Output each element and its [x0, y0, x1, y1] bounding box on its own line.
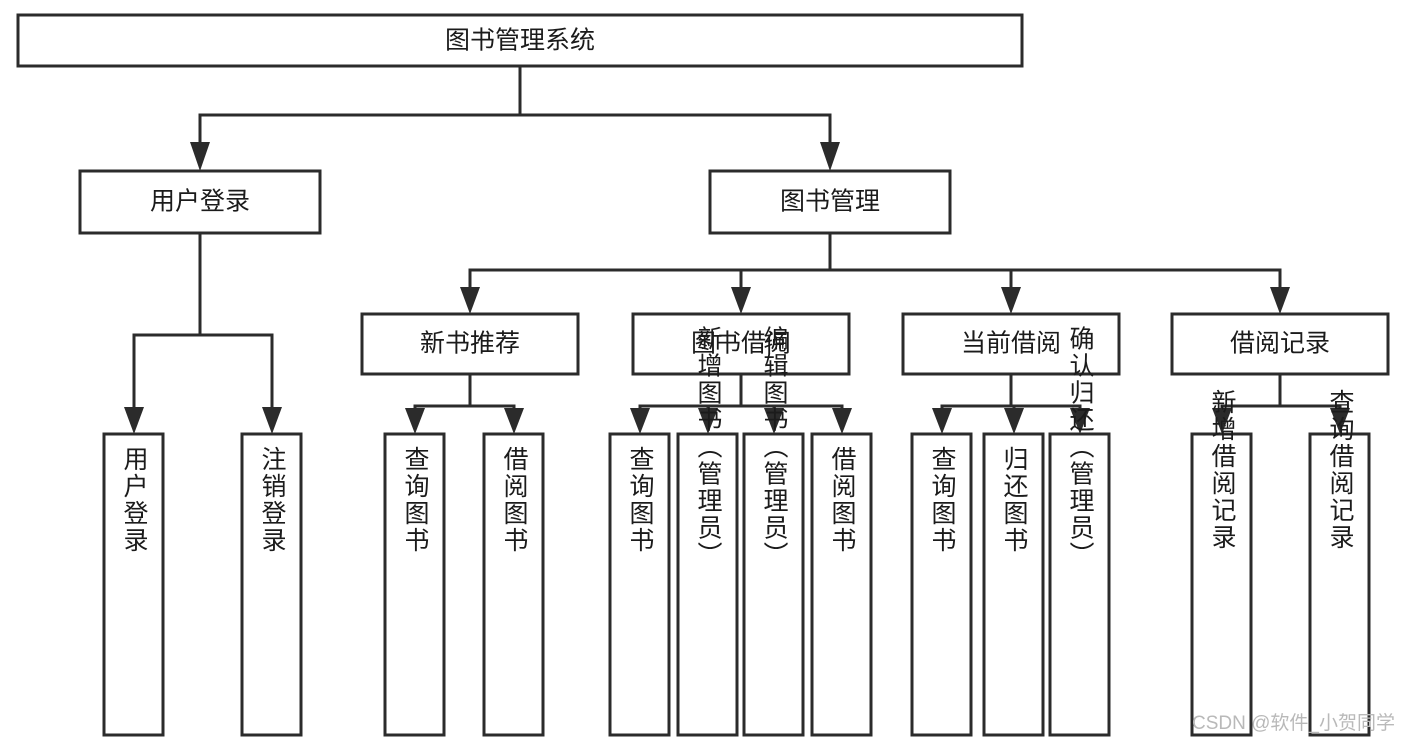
- node-leaf-borrow-book-1-label: 借阅图书: [500, 446, 529, 554]
- node-leaf-edit-book-admin-label: 编辑图书（管理员）: [760, 326, 789, 569]
- arrow-head-leaf-query-book-2: [630, 408, 650, 434]
- node-book-borrow[interactable]: 图书借阅: [631, 312, 851, 376]
- node-leaf-edit-book-admin-box[interactable]: [742, 432, 805, 737]
- node-book-management[interactable]: 图书管理: [708, 169, 952, 235]
- arrow-head-leaf-query-book-1: [405, 408, 425, 434]
- node-leaf-query-book-2[interactable]: 查询图书: [608, 432, 671, 737]
- connector-layer: [124, 64, 1350, 434]
- node-leaf-query-book-3-box[interactable]: [910, 432, 973, 737]
- node-leaf-confirm-return-admin-label: 确认归还（管理员）: [1066, 326, 1095, 569]
- node-leaf-borrow-book-1[interactable]: 借阅图书: [482, 432, 545, 737]
- arrow-head-leaf-edit-book-admin: [764, 408, 784, 434]
- node-leaf-borrow-book-2-label: 借阅图书: [828, 446, 857, 554]
- node-leaf-query-book-1-label: 查询图书: [401, 446, 430, 554]
- node-leaf-query-borrow-record[interactable]: 查询借阅记录: [1308, 389, 1371, 737]
- node-leaf-query-book-1-box[interactable]: [383, 432, 446, 737]
- arrow-head-leaf-user-login: [124, 407, 144, 434]
- arrow-head-book-management: [820, 142, 840, 171]
- node-leaf-query-book-2-box[interactable]: [608, 432, 671, 737]
- node-leaf-borrow-book-2-box[interactable]: [810, 432, 873, 737]
- node-book-borrow-box[interactable]: [631, 312, 851, 376]
- node-leaf-add-book-admin-label: 新增图书（管理员）: [694, 326, 723, 569]
- arrow-head-user-login: [190, 142, 210, 171]
- arrow-head-leaf-add-book-admin: [698, 408, 718, 434]
- node-book-management-label: 图书管理: [780, 188, 880, 216]
- node-leaf-confirm-return-admin[interactable]: 确认归还（管理员）: [1048, 326, 1111, 737]
- arrow-head-leaf-add-borrow-record: [1212, 408, 1232, 434]
- node-borrow-records-box[interactable]: [1170, 312, 1390, 376]
- node-leaf-borrow-book-1-box[interactable]: [482, 432, 545, 737]
- node-leaf-add-book-admin-box[interactable]: [676, 432, 739, 737]
- node-leaf-logout-label: 注销登录: [258, 446, 287, 554]
- node-user-login-label: 用户登录: [150, 188, 250, 216]
- node-leaf-user-login-box[interactable]: [102, 432, 165, 737]
- node-leaf-logout[interactable]: 注销登录: [240, 432, 303, 737]
- arrow-head-borrow-records: [1270, 287, 1290, 314]
- node-current-borrow[interactable]: 当前借阅: [901, 312, 1121, 376]
- arrow-head-leaf-borrow-book-1: [504, 408, 524, 434]
- arrow-head-current-borrow: [1001, 287, 1021, 314]
- node-root-box[interactable]: [16, 13, 1024, 68]
- node-user-login[interactable]: 用户登录: [78, 169, 322, 235]
- node-leaf-query-book-3-label: 查询图书: [928, 446, 957, 554]
- node-leaf-query-book-3[interactable]: 查询图书: [910, 432, 973, 737]
- node-borrow-records[interactable]: 借阅记录: [1170, 312, 1390, 376]
- node-leaf-query-borrow-record-label: 查询借阅记录: [1326, 389, 1355, 551]
- node-leaf-user-login-label: 用户登录: [120, 446, 149, 554]
- node-root-label: 图书管理系统: [445, 27, 595, 55]
- node-leaf-user-login[interactable]: 用户登录: [102, 432, 165, 737]
- node-leaf-return-book[interactable]: 归还图书: [982, 432, 1045, 737]
- node-current-borrow-box[interactable]: [901, 312, 1121, 376]
- node-leaf-borrow-book-2[interactable]: 借阅图书: [810, 432, 873, 737]
- arrow-head-leaf-query-borrow-record: [1330, 408, 1350, 434]
- node-new-book-recommend[interactable]: 新书推荐: [360, 312, 580, 376]
- arrow-head-leaf-query-book-3: [932, 408, 952, 434]
- node-book-borrow-label: 图书借阅: [691, 330, 791, 358]
- node-leaf-query-book-1[interactable]: 查询图书: [383, 432, 446, 737]
- node-book-management-box[interactable]: [708, 169, 952, 235]
- arrow-head-leaf-logout: [262, 407, 282, 434]
- arrow-head-new-book-recommend: [460, 287, 480, 314]
- arrow-head-leaf-borrow-book-2: [832, 408, 852, 434]
- node-borrow-records-label: 借阅记录: [1230, 330, 1330, 358]
- node-leaf-confirm-return-admin-box[interactable]: [1048, 432, 1111, 737]
- node-leaf-logout-box[interactable]: [240, 432, 303, 737]
- arrow-head-leaf-return-book: [1004, 408, 1024, 434]
- node-root[interactable]: 图书管理系统: [16, 13, 1024, 68]
- arrow-head-book-borrow: [731, 287, 751, 314]
- node-leaf-add-borrow-record[interactable]: 新增借阅记录: [1190, 389, 1253, 737]
- node-leaf-query-borrow-record-box[interactable]: [1308, 432, 1371, 737]
- node-leaf-query-book-2-label: 查询图书: [626, 446, 655, 554]
- node-new-book-recommend-box[interactable]: [360, 312, 580, 376]
- node-new-book-recommend-label: 新书推荐: [420, 330, 520, 358]
- node-current-borrow-label: 当前借阅: [961, 330, 1061, 358]
- node-leaf-return-book-box[interactable]: [982, 432, 1045, 737]
- arrow-head-leaf-confirm-return-admin: [1070, 408, 1090, 434]
- node-leaf-add-book-admin[interactable]: 新增图书（管理员）: [676, 326, 739, 737]
- node-user-login-box[interactable]: [78, 169, 322, 235]
- node-leaf-return-book-label: 归还图书: [1000, 446, 1029, 554]
- node-leaf-edit-book-admin[interactable]: 编辑图书（管理员）: [742, 326, 805, 737]
- node-leaf-add-borrow-record-label: 新增借阅记录: [1208, 389, 1237, 551]
- node-leaf-add-borrow-record-box[interactable]: [1190, 432, 1253, 737]
